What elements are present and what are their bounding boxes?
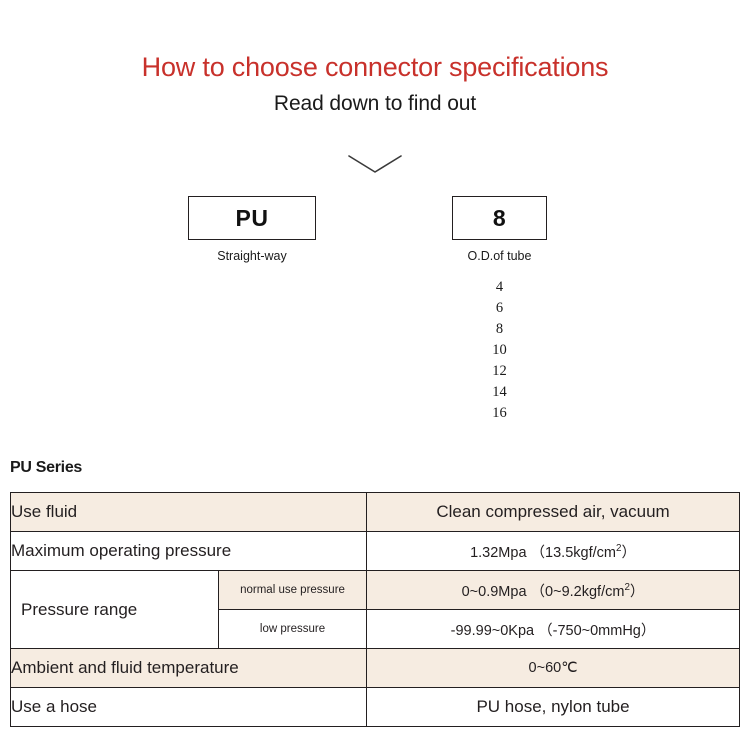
od-size-option: 16 [492, 405, 507, 421]
chevron-down-icon [347, 152, 403, 178]
table-row: Use fluid Clean compressed air, vacuum [9, 492, 741, 532]
table-row: Maximum operating pressure 1.32Mpa （13.5… [9, 531, 741, 571]
code-breakdown: PU Straight-way 8 O.D.of tube 4 6 8 10 1… [0, 196, 750, 436]
spec-value: 0~60℃ [366, 648, 741, 688]
od-size-option: 10 [492, 342, 507, 358]
table-row: Use a hose PU hose, nylon tube [9, 687, 741, 727]
table-row: Pressure range normal use pressure 0~0.9… [10, 570, 741, 649]
code-caption-straight-way: Straight-way [217, 249, 287, 263]
spec-value: PU hose, nylon tube [366, 687, 741, 727]
spec-label: Use fluid [9, 492, 368, 532]
code-group-od-of-tube: 8 O.D.of tube 4 6 8 10 12 14 16 [452, 196, 547, 424]
page-subtitle: Read down to find out [273, 92, 477, 116]
spec-value: Clean compressed air, vacuum [366, 492, 741, 532]
od-size-option: 4 [495, 279, 504, 295]
spec-label: Ambient and fluid temperature [9, 648, 368, 688]
spec-value: -99.99~0Kpa （-750~0mmHg） [366, 609, 741, 649]
series-heading: PU Series [10, 459, 83, 476]
code-box-od-of-tube-text: 8 [492, 204, 507, 231]
od-size-option: 6 [495, 300, 504, 316]
od-size-option: 8 [495, 321, 504, 337]
spec-value-text: 0~0.9Mpa （0~9.2kgf/cm [461, 583, 625, 600]
page-header: How to choose connector specifications R… [0, 52, 750, 116]
spec-value: 1.32Mpa （13.5kgf/cm2） [366, 531, 741, 571]
spec-value: 0~0.9Mpa （0~9.2kgf/cm2） [366, 570, 741, 610]
code-caption-od-of-tube: O.D.of tube [467, 249, 532, 263]
spec-label: Use a hose [9, 687, 368, 727]
code-box-straight-way: PU [188, 196, 316, 240]
spec-value-exponent: 2 [615, 542, 622, 554]
code-group-straight-way: PU Straight-way [188, 196, 316, 264]
code-box-straight-way-text: PU [235, 204, 269, 231]
spec-table: Use fluid Clean compressed air, vacuum M… [9, 492, 741, 727]
spec-value-suffix: ） [629, 583, 645, 600]
spec-sublabel: normal use pressure [217, 570, 368, 610]
table-row: low pressure -99.99~0Kpa （-750~0mmHg） [11, 609, 741, 649]
od-size-option: 14 [492, 384, 507, 400]
spec-value-exponent: 2 [624, 581, 630, 593]
spec-value-suffix: ） [621, 544, 636, 561]
page-title: How to choose connector specifications [141, 52, 609, 82]
spec-label: Maximum operating pressure [9, 531, 368, 571]
spec-sublabel: low pressure [217, 609, 368, 649]
od-size-option: 12 [492, 363, 507, 379]
spec-value-text: 1.32Mpa （13.5kgf/cm [470, 544, 616, 561]
code-box-od-of-tube: 8 [452, 196, 547, 240]
spec-label: Pressure range [10, 570, 219, 649]
table-row: Ambient and fluid temperature 0~60℃ [9, 648, 741, 688]
od-size-option-list: 4 6 8 10 12 14 16 [452, 277, 547, 424]
